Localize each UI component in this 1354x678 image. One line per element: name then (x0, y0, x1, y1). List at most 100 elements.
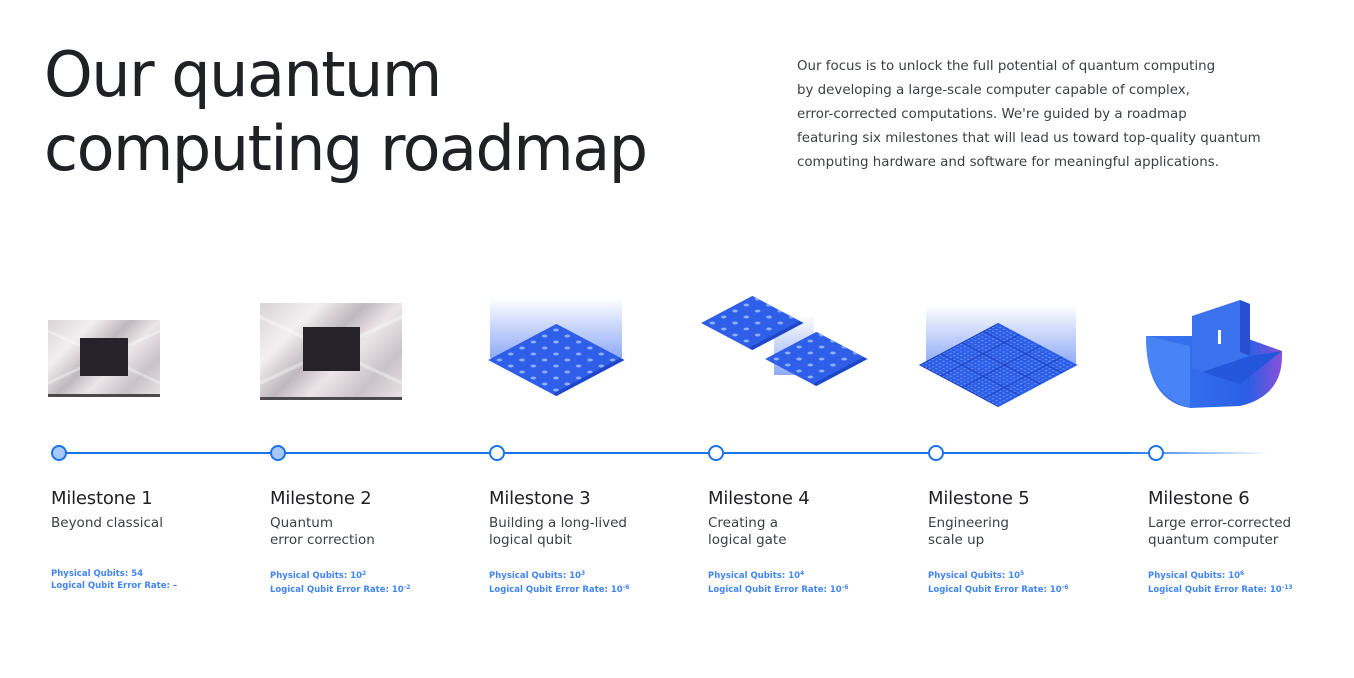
error-rate-exponent: -13 (1281, 584, 1293, 591)
milestone-title: Milestone 1 (51, 488, 153, 509)
title-line-1: Our quantum (44, 38, 442, 111)
milestone-desc-line: Engineering (928, 515, 1009, 531)
milestone-stats: Physical Qubits: 105 Logical Qubit Error… (928, 568, 1068, 596)
physical-qubits-value: 10 (1008, 571, 1021, 581)
quantum-computer-image (1140, 296, 1290, 411)
milestone-title: Milestone 5 (928, 488, 1030, 509)
physical-qubits: Physical Qubits: 102 (270, 568, 410, 582)
intro-line: by developing a large-scale computer cap… (797, 83, 1190, 98)
error-rate-label: Logical Qubit Error Rate: (489, 585, 611, 595)
milestone-6-node (1148, 445, 1164, 461)
physical-qubits-label: Physical Qubits: (270, 571, 351, 581)
milestone-stats: Physical Qubits: 106 Logical Qubit Error… (1148, 568, 1293, 596)
milestone-title: Milestone 2 (270, 488, 372, 509)
error-rate-label: Logical Qubit Error Rate: (1148, 585, 1270, 595)
milestone-desc-line: error correction (270, 532, 375, 548)
sycamore-chip-image (48, 320, 160, 396)
error-rate-exponent: -6 (841, 584, 849, 591)
logical-error-rate: Logical Qubit Error Rate: 10-2 (270, 582, 410, 596)
milestone-title: Milestone 3 (489, 488, 591, 509)
intro-line: Our focus is to unlock the full potentia… (797, 59, 1216, 74)
error-rate-value: – (172, 581, 178, 591)
physical-qubits: Physical Qubits: 105 (928, 568, 1068, 582)
milestone-desc-line: logical gate (708, 532, 787, 548)
milestone-desc-line: Beyond classical (51, 515, 163, 531)
milestone-desc-line: Large error-corrected (1148, 515, 1292, 531)
physical-qubits-value: 54 (131, 569, 144, 579)
milestone-desc-line: quantum computer (1148, 532, 1279, 548)
intro-line: featuring six milestones that will lead … (797, 131, 1261, 146)
logical-error-rate: Logical Qubit Error Rate: 10-6 (708, 582, 848, 596)
physical-qubits-label: Physical Qubits: (1148, 571, 1229, 581)
logical-error-rate: Logical Qubit Error Rate: 10-6 (928, 582, 1068, 596)
milestone-description: Beyond classical (51, 515, 251, 532)
error-rate-label: Logical Qubit Error Rate: (708, 585, 830, 595)
physical-qubits-label: Physical Qubits: (51, 569, 132, 579)
milestone-description: Building a long-lived logical qubit (489, 515, 689, 549)
milestone-description: Quantum error correction (270, 515, 470, 549)
error-rate-label: Logical Qubit Error Rate: (928, 585, 1050, 595)
error-rate-label: Logical Qubit Error Rate: (270, 585, 392, 595)
milestone-stats: Physical Qubits: 102 Logical Qubit Error… (270, 568, 410, 596)
milestone-4: Milestone 4 Creating a logical gate Phys… (708, 487, 908, 595)
physical-qubits-exponent: 4 (800, 570, 805, 577)
milestone-desc-line: scale up (928, 532, 985, 548)
physical-qubits-exponent: 6 (1240, 570, 1245, 577)
milestone-3: Milestone 3 Building a long-lived logica… (489, 487, 689, 595)
milestone-stats: Physical Qubits: 54 Logical Qubit Error … (51, 568, 177, 592)
error-rate-value: 10 (1269, 585, 1282, 595)
physical-qubits: Physical Qubits: 103 (489, 568, 629, 582)
error-rate-exponent: -6 (622, 584, 630, 591)
physical-qubits-value: 10 (350, 571, 363, 581)
error-rate-exponent: -2 (403, 584, 411, 591)
logical-qubit-tile-image (486, 290, 626, 410)
milestone-2-node (270, 445, 286, 461)
scale-up-grid-image (918, 295, 1080, 415)
milestone-4-node (708, 445, 724, 461)
milestone-1: Milestone 1 Beyond classical Physical Qu… (51, 487, 251, 591)
milestone-desc-line: Creating a (708, 515, 778, 531)
physical-qubits: Physical Qubits: 106 (1148, 568, 1293, 582)
milestone-5: Milestone 5 Engineering scale up Physica… (928, 487, 1128, 595)
milestone-description: Engineering scale up (928, 515, 1128, 549)
logical-gate-tiles-image (701, 295, 874, 415)
physical-qubits-label: Physical Qubits: (708, 571, 789, 581)
logical-error-rate: Logical Qubit Error Rate: 10-6 (489, 582, 629, 596)
physical-qubits-value: 10 (788, 571, 801, 581)
timeline-line (59, 452, 1269, 454)
physical-qubits-value: 10 (1228, 571, 1241, 581)
milestone-3-node (489, 445, 505, 461)
milestone-stats: Physical Qubits: 103 Logical Qubit Error… (489, 568, 629, 596)
milestone-2: Milestone 2 Quantum error correction Phy… (270, 487, 470, 595)
error-rate-value: 10 (610, 585, 623, 595)
physical-qubits-exponent: 5 (1020, 570, 1025, 577)
physical-qubits: Physical Qubits: 104 (708, 568, 848, 582)
logical-error-rate: Logical Qubit Error Rate: 10-13 (1148, 582, 1293, 596)
intro-line: error-corrected computations. We're guid… (797, 107, 1187, 122)
milestone-desc-line: Building a long-lived (489, 515, 627, 531)
error-correction-chip-image (260, 303, 402, 400)
milestone-1-node (51, 445, 67, 461)
milestone-title: Milestone 6 (1148, 488, 1250, 509)
physical-qubits: Physical Qubits: 54 (51, 568, 177, 580)
milestone-desc-line: logical qubit (489, 532, 572, 548)
intro-paragraph: Our focus is to unlock the full potentia… (797, 55, 1297, 175)
physical-qubits-label: Physical Qubits: (928, 571, 1009, 581)
milestone-description: Creating a logical gate (708, 515, 908, 549)
milestone-stats: Physical Qubits: 104 Logical Qubit Error… (708, 568, 848, 596)
intro-line: computing hardware and software for mean… (797, 155, 1219, 170)
error-rate-value: 10 (391, 585, 404, 595)
milestone-5-node (928, 445, 944, 461)
error-rate-value: 10 (829, 585, 842, 595)
title-line-2: computing roadmap (44, 112, 648, 185)
physical-qubits-exponent: 2 (362, 570, 367, 577)
error-rate-label: Logical Qubit Error Rate: (51, 581, 173, 591)
physical-qubits-label: Physical Qubits: (489, 571, 570, 581)
milestone-description: Large error-corrected quantum computer (1148, 515, 1348, 549)
milestone-desc-line: Quantum (270, 515, 334, 531)
physical-qubits-exponent: 3 (581, 570, 586, 577)
error-rate-value: 10 (1049, 585, 1062, 595)
milestone-title: Milestone 4 (708, 488, 810, 509)
logical-error-rate: Logical Qubit Error Rate: – (51, 580, 177, 592)
physical-qubits-value: 10 (569, 571, 582, 581)
